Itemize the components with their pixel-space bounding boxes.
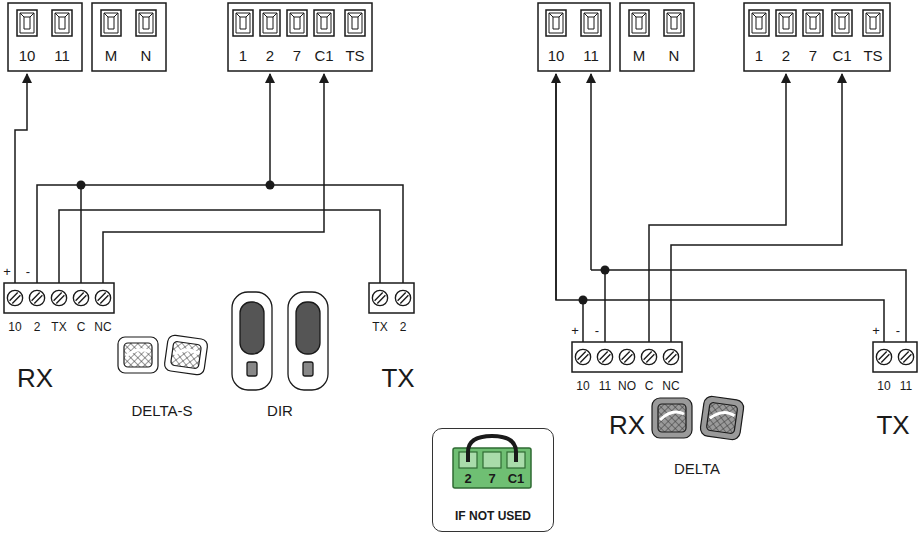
pin-label: 11	[900, 380, 912, 392]
terminal-label: N	[669, 48, 680, 63]
pin-label: C	[645, 380, 654, 392]
pin-label: NC	[662, 380, 679, 392]
screw-terminal-strip	[4, 283, 917, 372]
terminal-label: 11	[54, 48, 70, 63]
pin-label: C	[77, 321, 86, 333]
device-name: DELTA-S	[131, 403, 192, 418]
polarity-label: -	[26, 265, 30, 278]
polarity-label: +	[3, 265, 11, 278]
unit-label: RX	[609, 412, 645, 438]
pin-label: NC	[94, 321, 111, 333]
device-name: DIR	[267, 403, 293, 418]
jumper-connector	[453, 436, 531, 488]
unit-label: RX	[17, 365, 53, 391]
terminal-label: 7	[293, 48, 301, 63]
terminal-label: C1	[314, 48, 333, 63]
terminal-label: C1	[832, 48, 851, 63]
pin-label: 10	[8, 321, 21, 333]
pin-label: TX	[372, 321, 387, 333]
polarity-label: +	[872, 324, 880, 337]
terminal-label: M	[105, 48, 118, 63]
terminal-label: 2	[782, 48, 790, 63]
device-name: DELTA	[674, 461, 720, 476]
terminal-label: 2	[266, 48, 274, 63]
pin-label: 2	[400, 321, 407, 333]
jumper-pin-label: 7	[488, 472, 495, 485]
terminal-label: 1	[239, 48, 247, 63]
delta-photocell	[652, 395, 745, 440]
polarity-label: +	[571, 324, 579, 337]
wire	[556, 74, 906, 342]
terminal-block	[8, 3, 890, 71]
pin-label: TX	[51, 321, 66, 333]
terminal-window	[17, 10, 883, 36]
terminal-label: TS	[863, 48, 882, 63]
jumper-pin-label: C1	[508, 472, 525, 485]
terminal-label: M	[633, 48, 646, 63]
jumper-pin-label: 2	[464, 472, 471, 485]
pin-label: 11	[599, 380, 611, 392]
terminal-label: 10	[548, 48, 565, 63]
junction-dot	[77, 181, 275, 190]
dir-photocell	[232, 292, 328, 390]
terminal-label: 7	[809, 48, 817, 63]
terminal-label: 10	[19, 48, 36, 63]
terminal-label: 1	[755, 48, 763, 63]
polarity-label: -	[896, 324, 900, 337]
terminal-label: TS	[345, 48, 364, 63]
pin-label: 10	[576, 380, 589, 392]
note-text: IF NOT USED	[433, 509, 553, 523]
pin-label: NO	[618, 380, 636, 392]
polarity-label: -	[595, 324, 599, 337]
junction-dot	[579, 266, 610, 305]
terminal-label: 11	[583, 48, 599, 63]
unit-label: TX	[381, 365, 414, 391]
pin-label: 10	[877, 380, 890, 392]
unit-label: TX	[876, 412, 909, 438]
pin-label: 2	[34, 321, 41, 333]
delta-s-photocell	[118, 334, 208, 375]
terminal-label: N	[141, 48, 152, 63]
wire	[15, 74, 403, 283]
